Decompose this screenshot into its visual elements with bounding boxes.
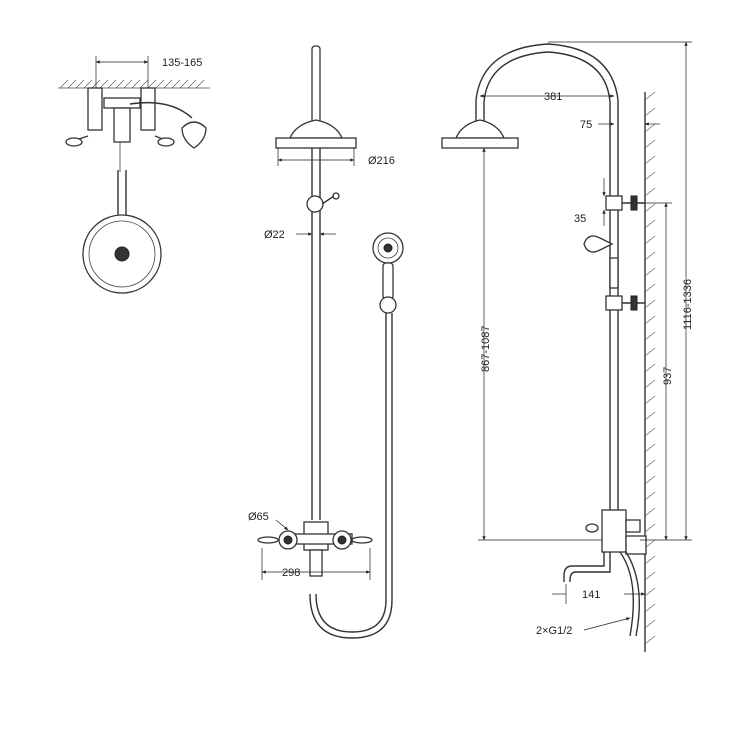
dimension-inlets: 2×G1/2 xyxy=(536,617,631,637)
dimension-overall-height: 1116-1336 xyxy=(548,41,694,541)
side-view-arm xyxy=(441,43,619,149)
dimension-label-riser-range: 867-1087 xyxy=(480,326,492,373)
top-view-wall-hatch xyxy=(58,79,210,89)
dimension-flange-diameter: Ø65 xyxy=(248,511,289,531)
dimension-label-spout-length: 141 xyxy=(582,589,600,601)
dimension-label-mixer-width: 298 xyxy=(282,567,300,579)
dimension-bracket-offset: 35 xyxy=(574,178,606,226)
dimension-riser-range: 867-1087 xyxy=(478,147,602,541)
front-view-mixer xyxy=(257,521,373,577)
front-view-hand-shower xyxy=(309,232,404,639)
dimension-pipe-diameter: Ø22 xyxy=(264,229,336,241)
dimension-label-bracket-height: 937 xyxy=(662,367,674,385)
dimension-spout-length: 141 xyxy=(552,584,646,604)
dimension-bracket-height: 937 xyxy=(640,202,674,541)
dimension-label-head-diameter: Ø216 xyxy=(368,155,395,167)
side-view-wall xyxy=(644,91,656,652)
dimension-label-wall-offset: 75 xyxy=(580,119,592,131)
dimension-label-flange-diameter: Ø65 xyxy=(248,511,269,523)
dimension-arm-reach: 381 xyxy=(479,91,615,103)
side-view-mixer xyxy=(563,509,647,637)
dimension-label-inlets: 2×G1/2 xyxy=(536,625,572,637)
front-view-shower-head xyxy=(275,45,357,149)
top-view: 135-165 xyxy=(58,56,210,294)
dimension-mixer-width: 298 xyxy=(261,548,371,580)
dimension-label-top-spacing: 135-165 xyxy=(162,57,202,69)
front-view: Ø216 Ø22 xyxy=(248,45,404,639)
dimension-label-overall-height: 1116-1336 xyxy=(682,279,694,330)
front-view-riser xyxy=(306,148,340,520)
dimension-top-spacing: 135-165 xyxy=(95,56,202,90)
dimension-label-arm-reach: 381 xyxy=(544,91,562,103)
dimension-label-bracket-offset: 35 xyxy=(574,213,586,225)
side-view-riser xyxy=(583,122,645,520)
dimension-wall-offset: 75 xyxy=(580,119,660,131)
dimension-label-pipe-diameter: Ø22 xyxy=(264,229,285,241)
top-view-valves xyxy=(65,87,207,172)
top-view-shower-head xyxy=(82,170,162,294)
dimension-head-diameter: Ø216 xyxy=(277,148,395,167)
side-view: 381 75 35 867-1087 1116-1336 xyxy=(441,41,694,652)
